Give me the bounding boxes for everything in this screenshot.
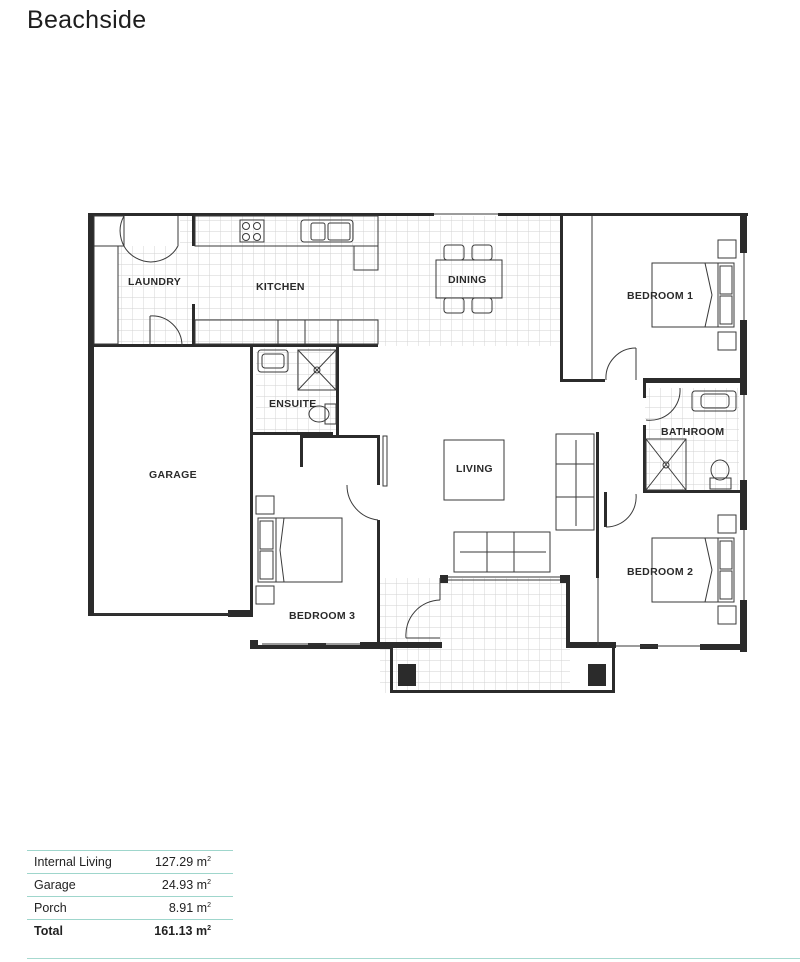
room-label-garage: GARAGE bbox=[149, 469, 197, 481]
room-label-living: LIVING bbox=[456, 463, 493, 475]
area-row: Porch 8.91 m2 bbox=[27, 896, 233, 920]
room-label-laundry: LAUNDRY bbox=[128, 276, 181, 288]
room-label-bedroom-1: BEDROOM 1 bbox=[627, 290, 693, 302]
area-summary-table: Internal Living 127.29 m2 Garage 24.93 m… bbox=[27, 850, 233, 942]
tiled-floors bbox=[118, 216, 739, 693]
bottom-divider bbox=[27, 958, 800, 959]
area-row: Internal Living 127.29 m2 bbox=[27, 850, 233, 874]
plan-title: Beachside bbox=[27, 6, 147, 34]
room-labels: LAUNDRY KITCHEN DINING BEDROOM 1 ENSUITE… bbox=[128, 274, 724, 622]
room-label-bedroom-3: BEDROOM 3 bbox=[289, 610, 355, 622]
area-label: Total bbox=[27, 919, 133, 942]
room-label-bathroom: BATHROOM bbox=[661, 426, 724, 438]
area-label: Garage bbox=[27, 873, 133, 897]
fixtures bbox=[93, 213, 745, 647]
area-label: Internal Living bbox=[27, 850, 133, 874]
room-label-ensuite: ENSUITE bbox=[269, 398, 317, 410]
area-row: Garage 24.93 m2 bbox=[27, 873, 233, 897]
area-value: 24.93 m2 bbox=[132, 873, 233, 897]
area-value: 8.91 m2 bbox=[132, 896, 233, 920]
room-label-dining: DINING bbox=[448, 274, 487, 286]
area-value: 161.13 m2 bbox=[132, 919, 233, 942]
area-row-total: Total 161.13 m2 bbox=[27, 919, 233, 942]
room-label-kitchen: KITCHEN bbox=[256, 281, 305, 293]
area-value: 127.29 m2 bbox=[132, 850, 233, 874]
area-label: Porch bbox=[27, 896, 133, 920]
room-label-bedroom-2: BEDROOM 2 bbox=[627, 566, 693, 578]
